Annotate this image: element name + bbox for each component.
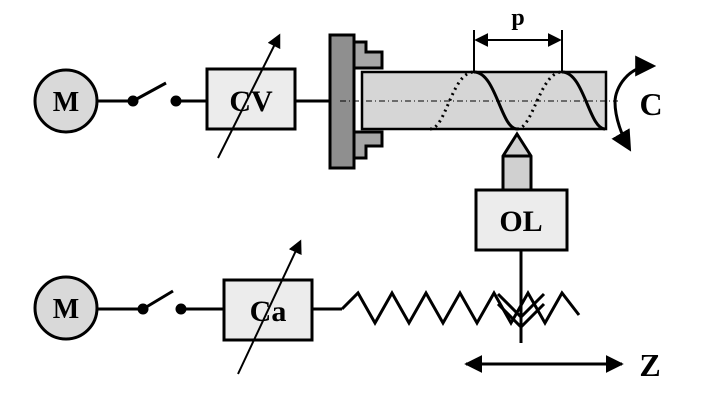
variator-box: CV: [205, 33, 297, 159]
gearbox-box: Ca: [222, 239, 314, 375]
motor-bottom: M: [33, 275, 99, 341]
half-nut-linkage: [496, 250, 546, 343]
rotation-arrow: [611, 55, 657, 152]
pitch-dimension: [473, 30, 563, 72]
pitch-label: p: [511, 5, 524, 31]
workpiece: [340, 70, 618, 131]
motor-top: M: [33, 68, 99, 134]
gearbox-label: Ca: [250, 295, 287, 328]
switch-top: [97, 81, 206, 107]
motor-bottom-label: M: [53, 294, 79, 325]
head-label: OL: [499, 205, 542, 238]
switch-bottom: [97, 289, 223, 315]
chuck: [328, 33, 384, 170]
head-box: OL: [474, 188, 569, 252]
variator-label: CV: [229, 85, 273, 118]
cutting-tool: [501, 131, 533, 192]
rotation-label: C: [639, 86, 662, 122]
leadscrew: [340, 289, 581, 327]
motor-top-label: M: [53, 87, 79, 118]
axis-label: Z: [639, 347, 660, 383]
